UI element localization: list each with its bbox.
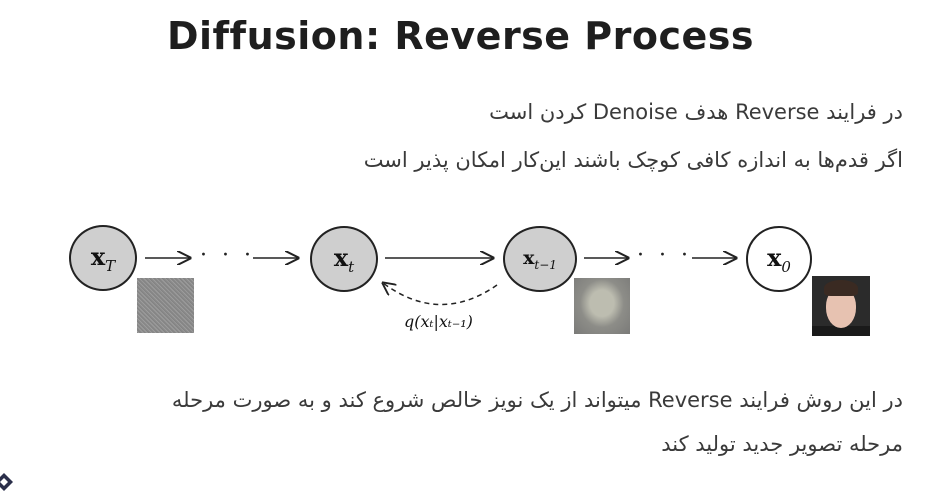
text-line-4: مرحله تصویر جدید تولید کند bbox=[661, 432, 903, 456]
noise-image bbox=[137, 278, 194, 333]
node-xt: xt bbox=[310, 226, 378, 292]
text-line-2: اگر قدم‌ها به اندازه کافی کوچک باشند این… bbox=[363, 148, 903, 172]
slide-title: Diffusion: Reverse Process bbox=[166, 14, 755, 58]
node-x0: x0 bbox=[746, 226, 812, 292]
ellipsis-1: · · · bbox=[200, 243, 255, 268]
clean-face-image bbox=[812, 276, 870, 336]
dashed-forward-arrow bbox=[383, 283, 498, 306]
text-line-1: در فرایند Reverse هدف Denoise کردن است bbox=[489, 100, 903, 124]
node-xT: xT bbox=[69, 225, 137, 291]
ellipsis-2: · · · bbox=[637, 243, 692, 268]
text-line-3: در این روش فرایند Reverse میتواند از یک … bbox=[171, 388, 903, 412]
node-xt-minus-1: xt−1 bbox=[503, 226, 577, 292]
noisy-face-image bbox=[574, 278, 630, 334]
edge-label-q: q(xₜ|xₜ₋₁) bbox=[404, 312, 473, 331]
logo-icon bbox=[0, 473, 13, 491]
